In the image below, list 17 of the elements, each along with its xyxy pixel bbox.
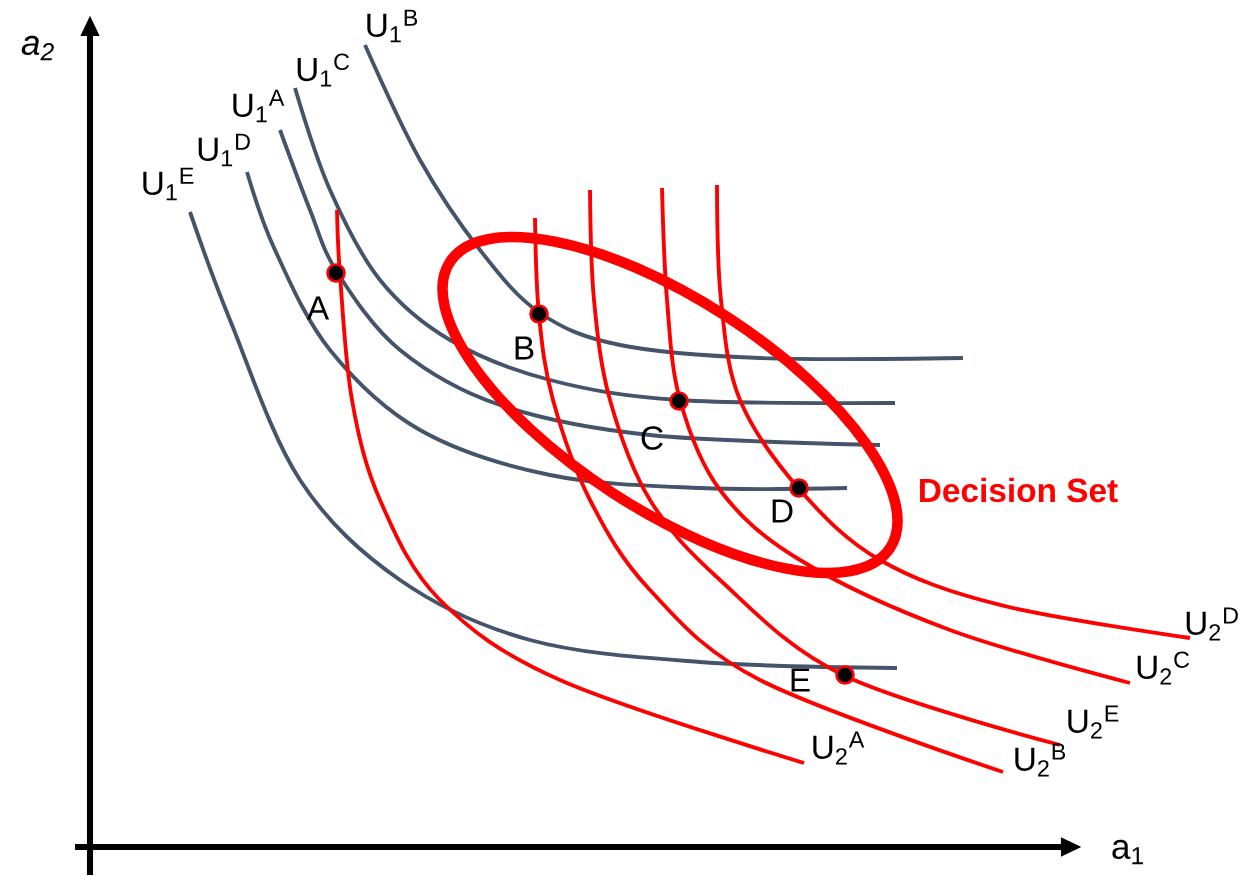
curve-label: U$_{1}$B [367,9,418,43]
curve-label: U$_{1}$D [198,133,250,167]
curve-label: U$_{1}$C [297,53,350,87]
point-label: E [791,668,810,692]
curve-label: U$_{2}$B [1015,743,1066,777]
curve-label: U$_{1}$A [233,89,285,123]
point-label: A [306,296,330,320]
set-label: Decision Set [920,477,1118,503]
curve-label: U$_{2}$A [813,731,865,765]
point-label: D [772,499,793,523]
curve-label: U$_{1}$E [143,167,194,201]
curve-label: U$_{2}$E [1068,705,1119,739]
curve-label: U$_{2}$C [1137,651,1190,685]
axis-label: a$_{1}$ [1112,839,1143,865]
axis-label: a$_{2}$ [21,35,54,61]
point-label: B [515,336,534,360]
curve-label: U$_{2}$D [1186,607,1238,641]
